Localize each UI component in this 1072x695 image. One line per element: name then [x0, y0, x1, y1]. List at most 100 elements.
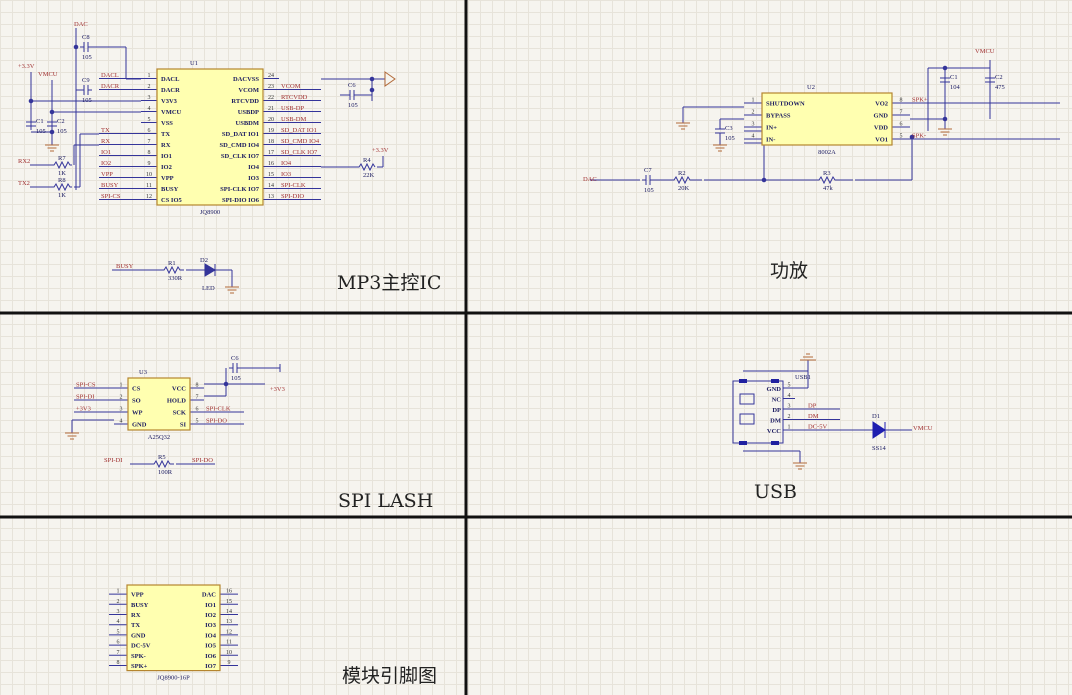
pin-label: VCC [172, 386, 186, 393]
pin-label: DACVSS [233, 76, 259, 83]
pin-number: 8 [148, 150, 151, 156]
net-3v3: +3.3V [18, 63, 35, 70]
pin-number: 1 [117, 589, 120, 595]
resistor-ref: R7 [58, 155, 66, 162]
chip-part-name: A25Q32 [148, 434, 170, 441]
ground-icon [45, 144, 59, 152]
pin-number: 9 [148, 161, 151, 167]
pin-label: V3V3 [161, 98, 178, 105]
capacitor-value: 105 [348, 102, 358, 109]
pin-number: 6 [196, 407, 199, 413]
usb-shield-pad [739, 441, 747, 445]
pin-number: 9 [228, 660, 231, 666]
pin-label: IO1 [205, 602, 216, 609]
net-label: +3V3 [76, 406, 91, 413]
power-triangle-icon [384, 71, 396, 87]
pin-number: 24 [268, 73, 274, 79]
pin-label: USBDM [236, 120, 259, 127]
pin-number: 1 [148, 73, 151, 79]
pin-label: GND [132, 422, 147, 429]
capacitor-value: 105 [231, 375, 241, 382]
pin-label: IO3 [248, 175, 260, 182]
capacitor-icon [715, 125, 725, 137]
resistor-ref: R4 [363, 157, 371, 164]
pin-label: RTCVDD [231, 98, 259, 105]
pin-label: NC [772, 397, 782, 404]
pin-label: SD_CMD IO4 [219, 142, 259, 149]
net-label: SPI-DIO [281, 193, 304, 200]
pin-number: 4 [752, 134, 755, 140]
section-title-spi-flash: SPI LASH [338, 490, 434, 512]
capacitor-value: 105 [725, 135, 735, 142]
pin-label: IO6 [205, 653, 217, 660]
pin-label: IO3 [205, 622, 217, 629]
pin-label: VCOM [238, 87, 259, 94]
ground-icon [713, 144, 727, 152]
chip-part-name: 8002A [818, 149, 836, 156]
pin-label: VDD [874, 125, 888, 132]
net-label: SPK+ [912, 97, 928, 104]
pin-number: 6 [900, 122, 903, 128]
section-title-usb: USB [754, 481, 797, 503]
pin-number: 4 [117, 619, 120, 625]
pin-number: 6 [117, 640, 120, 646]
resistor-icon [815, 175, 853, 185]
pin-label: WP [132, 410, 143, 417]
pin-label: GND [874, 113, 889, 120]
pin-label: DP [772, 407, 781, 414]
net-label: USB-DM [281, 116, 307, 123]
pin-label: VO2 [875, 101, 888, 108]
ground-icon [65, 432, 79, 440]
ground-icon [793, 462, 807, 470]
pin-number: 5 [900, 134, 903, 140]
diode-value: SS14 [872, 445, 886, 452]
net-label: IO1 [101, 149, 111, 156]
net-amp-vmcu: VMCU [975, 48, 995, 55]
pin-label: IN- [766, 137, 775, 144]
pin-label: SI [180, 422, 187, 429]
net-label: DACR [101, 83, 120, 90]
net-spi-do: SPI-DO [192, 457, 213, 464]
pin-number: 23 [268, 84, 274, 90]
diode-icon [872, 421, 886, 439]
capacitor-ref: C9 [82, 77, 90, 84]
capacitor-value: 105 [82, 54, 92, 61]
net-label: SPI-CS [101, 193, 121, 200]
capacitor-value: 105 [82, 97, 92, 104]
pin-label: HOLD [167, 398, 186, 405]
pin-number: 8 [900, 98, 903, 104]
pin-number: 15 [268, 172, 274, 178]
pin-number: 17 [268, 150, 274, 156]
chip-ref: USB1 [795, 374, 811, 381]
led-value: LED [202, 285, 215, 292]
chip-ref: U2 [807, 84, 815, 91]
pin-label: GND [131, 632, 146, 639]
net-label: SPI-CLK [206, 406, 231, 413]
net-3v3-b: +3.3V [372, 147, 389, 154]
net-label: SPK- [912, 133, 926, 140]
chip-body [761, 92, 893, 146]
net-label: TX [101, 127, 110, 134]
resistor-icon [670, 175, 702, 185]
pin-number: 14 [226, 609, 232, 615]
capacitor-value: 105 [644, 187, 654, 194]
resistor-icon [160, 265, 184, 275]
pin-number: 8 [117, 660, 120, 666]
pin-number: 21 [268, 106, 274, 112]
pin-label: BYPASS [766, 113, 791, 120]
capacitor-ref: C8 [82, 34, 90, 41]
pin-label: DACR [161, 87, 180, 94]
pin-number: 3 [148, 95, 151, 101]
net-label: VPP [101, 171, 113, 178]
capacitor-ref: C2 [57, 118, 65, 125]
resistor-value: 20K [678, 185, 690, 192]
pin-number: 8 [196, 383, 199, 389]
pin-label: VMCU [161, 109, 182, 116]
junction-dot [909, 134, 915, 140]
capacitor-icon [80, 42, 92, 52]
capacitor-ref: C2 [995, 74, 1003, 81]
pin-number: 5 [196, 419, 199, 425]
pin-number: 10 [146, 172, 152, 178]
